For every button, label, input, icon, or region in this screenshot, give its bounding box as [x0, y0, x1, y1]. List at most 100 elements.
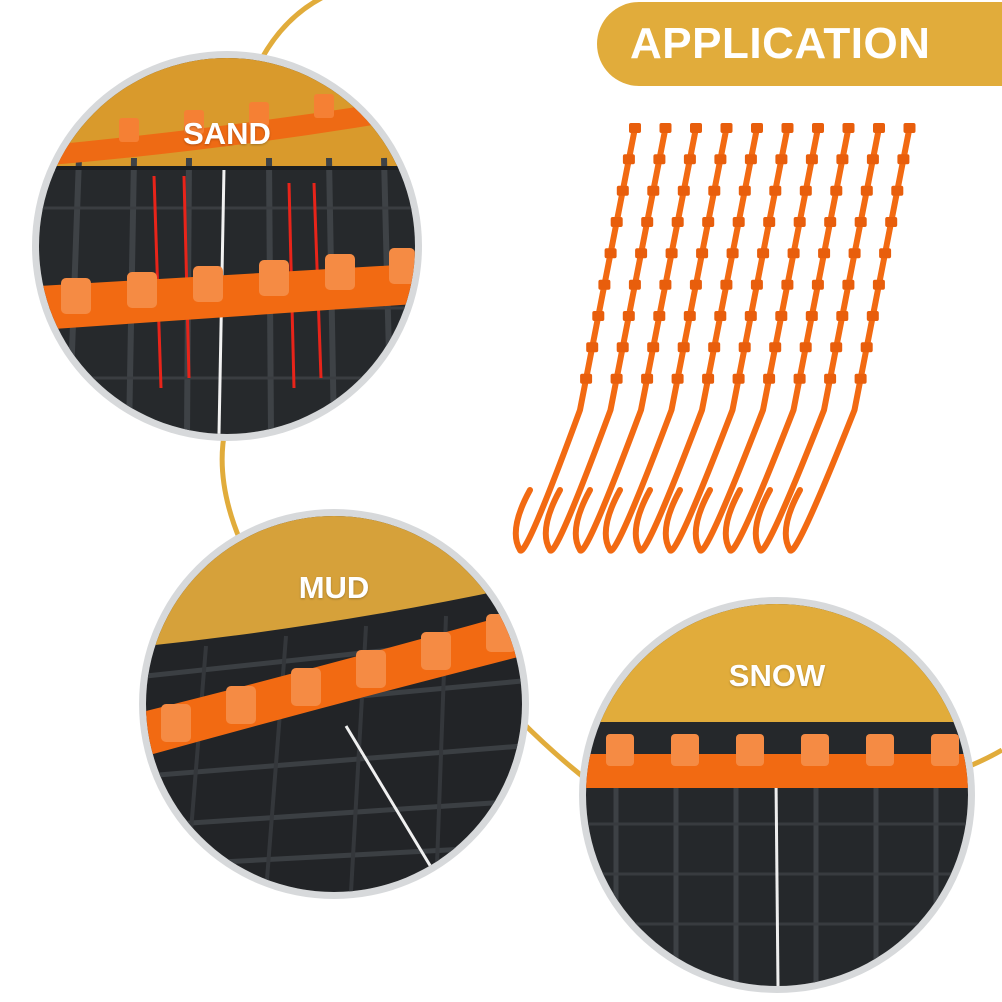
- strap: [602, 125, 730, 554]
- strap-stud: [671, 217, 684, 227]
- strap-stud: [622, 311, 635, 321]
- strap-stud: [738, 185, 751, 196]
- strap-stud: [720, 123, 733, 133]
- strap-stud: [616, 342, 629, 353]
- strap: [782, 125, 913, 554]
- strap-stud: [732, 217, 745, 227]
- strap-stud: [696, 248, 709, 259]
- strap-stud: [818, 248, 831, 259]
- strap-stud: [793, 217, 806, 227]
- strap-stud: [811, 279, 824, 290]
- strap-stud: [799, 342, 812, 353]
- strap-stud: [866, 154, 879, 165]
- strap-stud: [854, 217, 867, 227]
- strap-stud: [836, 154, 849, 165]
- strap-stud: [702, 373, 715, 384]
- strap-stud: [689, 279, 702, 290]
- strap-stud: [775, 154, 788, 165]
- mud-label: MUD: [298, 570, 370, 605]
- strap-stud: [903, 123, 916, 133]
- strap-stud: [629, 123, 641, 133]
- strap-stud: [744, 154, 757, 165]
- strap-stud: [866, 311, 879, 321]
- sand-tire-photo: [39, 58, 415, 434]
- strap-stud: [836, 311, 849, 321]
- snow-panel: SNOW: [586, 604, 968, 986]
- strap-stud: [641, 217, 654, 227]
- application-banner: APPLICATION: [597, 2, 1002, 86]
- strap-stud: [860, 185, 873, 196]
- strap-stud: [671, 373, 684, 384]
- strap-stud: [738, 342, 751, 353]
- strap-stud: [842, 279, 855, 290]
- strap-stud: [665, 248, 678, 259]
- mud-tire-photo: [146, 516, 522, 892]
- banner-title: APPLICATION: [630, 19, 931, 68]
- strap-stud: [787, 248, 800, 259]
- strap-stud: [708, 342, 721, 353]
- strap-stud: [610, 373, 623, 384]
- strap-stud: [897, 154, 910, 165]
- strap: [722, 125, 852, 554]
- strap-stud: [805, 311, 818, 321]
- strap-stud: [653, 154, 666, 165]
- strap-stud: [659, 123, 672, 133]
- strap-stud: [781, 279, 794, 290]
- strap: [632, 125, 760, 554]
- strap-stud: [872, 279, 885, 290]
- strap-stud: [860, 342, 873, 353]
- strap-stud: [604, 248, 617, 259]
- strap-stud: [586, 342, 599, 353]
- strap-stud: [763, 373, 776, 384]
- strap-stud: [592, 311, 605, 321]
- snow-tire-photo: [586, 604, 968, 986]
- strap-stud: [763, 217, 776, 227]
- strap-stud: [690, 123, 702, 133]
- strap-stud: [720, 279, 733, 290]
- strap-stud: [616, 185, 629, 196]
- strap-stud: [708, 185, 721, 196]
- strap: [512, 125, 638, 554]
- mud-panel: MUD: [146, 516, 522, 892]
- strap-stud: [683, 311, 696, 321]
- strap-stud: [653, 311, 666, 321]
- strap-stud: [751, 123, 763, 133]
- strap-stud: [824, 217, 837, 227]
- strap: [572, 125, 699, 554]
- strap-stud: [769, 185, 782, 196]
- strap: [542, 125, 669, 554]
- strap-stud: [769, 342, 782, 353]
- strap-stud: [891, 185, 904, 196]
- strap: [752, 125, 882, 554]
- strap-stud: [775, 311, 788, 321]
- strap-stud: [635, 248, 648, 259]
- strap-stud: [805, 154, 818, 165]
- strap-stud: [580, 373, 593, 384]
- strap-stud: [830, 185, 843, 196]
- strap-stud: [726, 248, 739, 259]
- strap-stud: [683, 154, 696, 165]
- strap-stud: [628, 279, 641, 290]
- strap-stud: [879, 248, 892, 259]
- strap-stud: [647, 342, 660, 353]
- strap-stud: [677, 185, 690, 196]
- strap: [692, 125, 821, 554]
- snow-label: SNOW: [728, 658, 826, 693]
- strap-stud: [659, 279, 672, 290]
- strap-stud: [622, 154, 635, 165]
- tire-chain-straps-product: [512, 123, 916, 554]
- strap-stud: [842, 123, 855, 133]
- strap-stud: [641, 373, 654, 384]
- strap-stud: [757, 248, 770, 259]
- strap-stud: [799, 185, 812, 196]
- strap-stud: [677, 342, 690, 353]
- strap-stud: [750, 279, 763, 290]
- strap-stud: [647, 185, 660, 196]
- strap-stud: [744, 311, 757, 321]
- strap-stud: [598, 279, 611, 290]
- strap-stud: [702, 217, 715, 227]
- strap-stud: [714, 154, 727, 165]
- strap-stud: [793, 373, 806, 384]
- strap-stud: [824, 373, 837, 384]
